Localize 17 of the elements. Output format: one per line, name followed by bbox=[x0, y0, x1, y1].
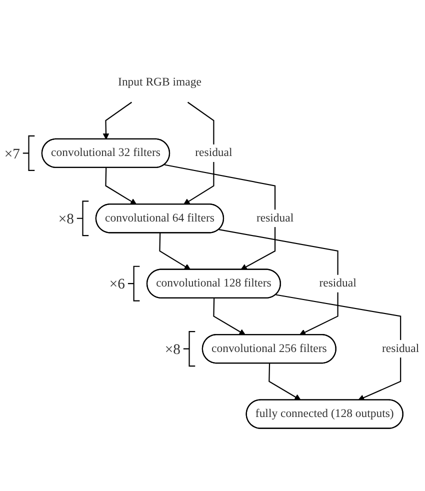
arrow bbox=[218, 228, 338, 336]
arrow bbox=[159, 233, 191, 270]
repeat-count: ×7 bbox=[4, 146, 20, 162]
edge-label: residual bbox=[319, 277, 356, 290]
arrow bbox=[213, 298, 246, 336]
arrow bbox=[105, 168, 137, 205]
edge-label: residual bbox=[195, 146, 232, 160]
arrow bbox=[164, 164, 276, 270]
arrow bbox=[102, 102, 132, 140]
repeat-count: ×8 bbox=[164, 342, 180, 358]
node-text: Input RGB image bbox=[118, 76, 202, 88]
arrow bbox=[276, 294, 402, 401]
repeat-count: ×6 bbox=[109, 276, 126, 293]
edge-label: residual bbox=[382, 342, 420, 355]
repeat-count: ×8 bbox=[58, 212, 74, 228]
edge-label: residual bbox=[256, 212, 294, 224]
arrow bbox=[268, 363, 301, 400]
